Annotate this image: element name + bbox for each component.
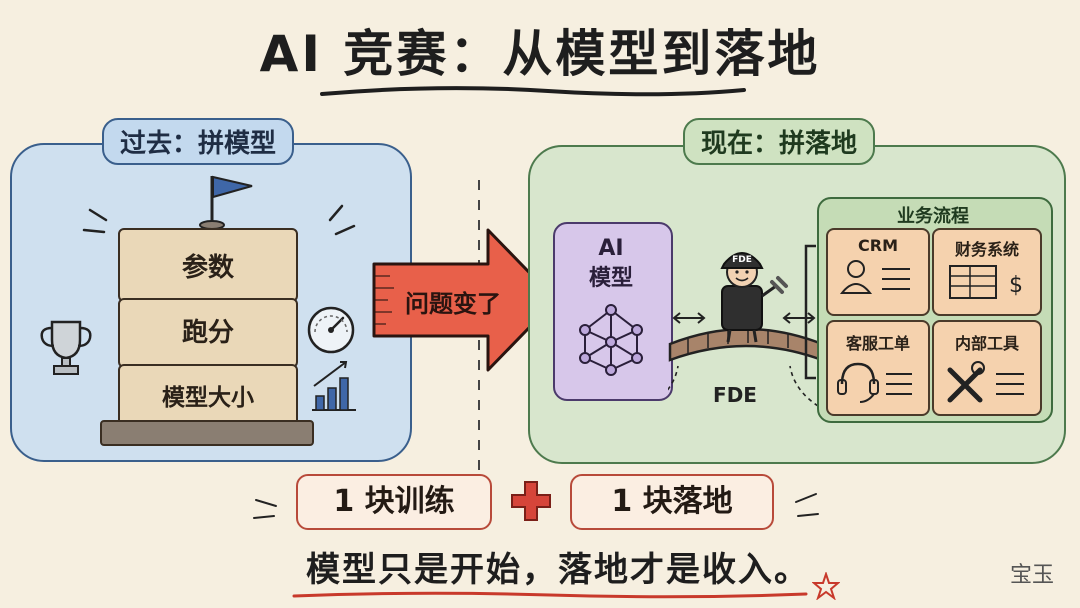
block-params-label: 参数 xyxy=(181,253,234,283)
block-params: 参数 xyxy=(118,228,298,302)
block-benchmark-label: 跑分 xyxy=(181,318,234,348)
ai-model-label: AI 模型 xyxy=(553,234,669,294)
gauge-icon xyxy=(307,306,355,354)
slogan: 模型只是开始，落地才是收入。 xyxy=(306,550,810,590)
spark-lines xyxy=(82,204,356,236)
card-service-ticket: 客服工单 xyxy=(826,320,930,416)
pill-deployment: 1 块落地 xyxy=(570,474,774,530)
headset-icon xyxy=(837,362,912,403)
block-stand xyxy=(100,420,314,446)
ai-model-label-line2: 模型 xyxy=(588,266,633,291)
block-model-size-label: 模型大小 xyxy=(162,385,254,411)
present-tag: 现在：拼落地 xyxy=(683,118,876,165)
engineer-hat-text: FDE xyxy=(732,255,752,265)
spark-lines-bottom-left xyxy=(253,499,277,519)
card-finance: 财务系统 $ xyxy=(932,228,1042,316)
page-title: AI 竞赛：从模型到落地 xyxy=(259,25,821,83)
star-icon xyxy=(812,572,840,600)
svg-text:$: $ xyxy=(1009,273,1023,298)
bridge-illustration: FDE xyxy=(668,252,824,407)
spark-lines-bottom-right xyxy=(795,493,819,517)
pill-training: 1 块训练 xyxy=(296,474,492,530)
card-internal-tools-label: 内部工具 xyxy=(954,334,1019,353)
plus-icon xyxy=(511,481,551,521)
signature: 宝玉 xyxy=(1010,563,1055,588)
title-underline xyxy=(320,86,746,97)
card-service-ticket-label: 客服工单 xyxy=(845,334,910,353)
neural-network-icon xyxy=(579,304,643,376)
card-crm-label: CRM xyxy=(858,236,898,255)
bar-chart-icon xyxy=(312,361,356,411)
slogan-underline xyxy=(292,591,808,599)
bridge-label: FDE xyxy=(713,383,757,407)
card-internal-tools: 内部工具 xyxy=(932,320,1042,416)
card-finance-label: 财务系统 xyxy=(954,240,1019,259)
arrow-label: 问题变了 xyxy=(405,290,501,318)
change-arrow xyxy=(372,228,558,372)
block-benchmark: 跑分 xyxy=(118,298,298,368)
ai-model-label-line1: AI xyxy=(598,236,624,261)
ledger-icon: $ xyxy=(949,265,1023,299)
business-process-title: 业务流程 xyxy=(897,206,969,227)
trophy-icon xyxy=(40,320,92,375)
past-tag: 过去：拼模型 xyxy=(102,118,295,165)
card-crm: CRM xyxy=(826,228,930,316)
bracket xyxy=(804,244,816,380)
user-icon xyxy=(839,260,910,294)
tools-icon xyxy=(947,361,1024,403)
